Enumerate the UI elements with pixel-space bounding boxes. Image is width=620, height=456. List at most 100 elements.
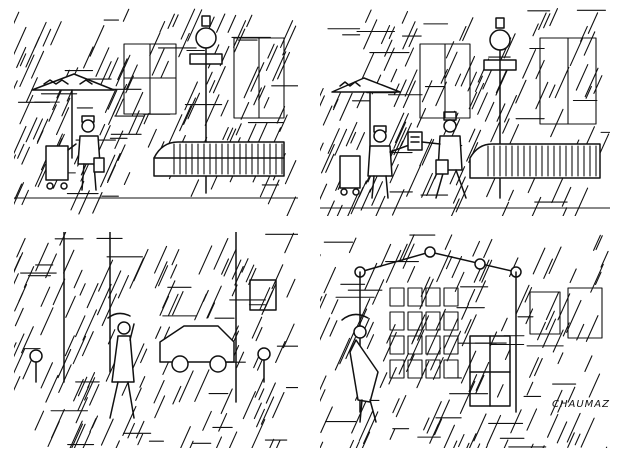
rain-stroke — [339, 332, 355, 365]
rain-stroke — [151, 48, 165, 76]
rain-stroke — [153, 379, 165, 404]
rain-stroke — [385, 249, 402, 283]
rain-stroke — [167, 13, 175, 29]
rain-stroke — [320, 95, 325, 107]
rain-stroke — [479, 259, 490, 282]
rain-stroke — [139, 376, 146, 388]
magazine — [443, 359, 459, 379]
rain-stroke — [383, 47, 395, 71]
rain-stroke — [434, 418, 443, 436]
rain-stroke — [221, 258, 230, 275]
rain-stroke — [468, 433, 477, 448]
rain-stroke — [329, 320, 338, 337]
rain-stroke — [484, 101, 495, 122]
rain-stroke — [16, 46, 27, 69]
rain-stroke — [404, 47, 414, 67]
magazine — [443, 287, 459, 307]
rain-stroke — [515, 79, 527, 104]
rain-stroke — [170, 264, 178, 279]
rain-stroke — [320, 142, 324, 152]
rain-stroke — [585, 315, 599, 342]
rain-stroke — [183, 97, 197, 125]
rain-stroke — [460, 55, 476, 87]
rain-stroke — [98, 61, 112, 89]
rain-stroke — [23, 266, 35, 288]
rain-stroke — [320, 441, 324, 448]
rain-stroke — [45, 374, 59, 403]
rain-stroke — [96, 283, 112, 316]
rain-stroke — [69, 420, 83, 448]
rain-stroke — [361, 431, 371, 448]
rain-stroke — [339, 92, 353, 121]
railing-bars — [487, 145, 597, 177]
rain-stroke — [222, 127, 229, 141]
rain-stroke — [595, 235, 603, 251]
rain-stroke — [14, 342, 17, 349]
rain-stroke — [503, 439, 509, 448]
rain-stroke — [251, 316, 263, 339]
railing-bars — [173, 143, 283, 175]
rain-stroke — [320, 183, 328, 201]
rain-stroke — [583, 31, 596, 56]
rain-stroke — [204, 94, 220, 126]
rain-stroke — [75, 315, 86, 338]
rain-stroke — [194, 369, 210, 402]
rain-stroke — [265, 45, 278, 71]
rain-stroke — [348, 237, 357, 254]
rain-stroke — [320, 293, 327, 310]
rain-stroke — [496, 384, 504, 398]
rain-stroke — [393, 79, 407, 108]
street-lamp — [483, 17, 517, 199]
artist-signature: CHAUMAZ — [552, 399, 610, 410]
rain-stroke — [320, 143, 335, 174]
rain-stroke — [454, 271, 465, 292]
rain-stroke — [466, 442, 470, 448]
rain-stroke — [496, 103, 506, 122]
rain-stroke — [407, 266, 416, 283]
magazine — [389, 359, 405, 379]
rain-stroke — [187, 9, 203, 42]
kiosk-roof — [354, 246, 522, 278]
rain-stroke — [372, 279, 385, 305]
rain-stroke — [71, 423, 84, 448]
rain-stroke — [542, 318, 557, 349]
rain-stroke — [455, 166, 466, 186]
rain-stroke — [449, 168, 458, 185]
rain-stroke — [58, 364, 72, 393]
rain-stroke — [550, 108, 564, 138]
rain-stroke — [228, 431, 238, 448]
rain-stroke — [122, 8, 130, 22]
rain-stroke — [83, 46, 94, 69]
rain-stroke — [212, 66, 226, 94]
rain-stroke — [100, 154, 116, 188]
rain-stroke — [566, 299, 582, 333]
magazine — [443, 335, 459, 355]
rain-lines — [14, 8, 298, 216]
rain-stroke — [21, 146, 30, 165]
rain-stroke — [125, 64, 138, 90]
rain-stroke — [391, 189, 405, 216]
rain-stroke — [545, 291, 560, 321]
rain-stroke — [73, 269, 83, 289]
rain-stroke — [408, 28, 418, 48]
rain-stroke — [345, 336, 356, 360]
rain-stroke — [534, 357, 543, 377]
rain-stroke — [420, 276, 431, 297]
rain-stroke — [40, 286, 51, 307]
rain-stroke — [106, 164, 116, 184]
rain-stroke — [19, 54, 35, 87]
rain-stroke — [284, 232, 295, 254]
rain-stroke — [584, 355, 593, 373]
rain-stroke — [87, 372, 96, 389]
rain-stroke — [402, 21, 416, 50]
rain-stroke — [198, 245, 213, 275]
rain-stroke — [458, 434, 465, 448]
vendor-figure — [77, 115, 105, 191]
rain-stroke — [72, 335, 87, 365]
rain-stroke — [79, 283, 86, 296]
rain-stroke — [100, 418, 114, 446]
rain-stroke — [259, 287, 271, 311]
rain-stroke — [36, 130, 44, 144]
rain-stroke — [547, 413, 559, 438]
